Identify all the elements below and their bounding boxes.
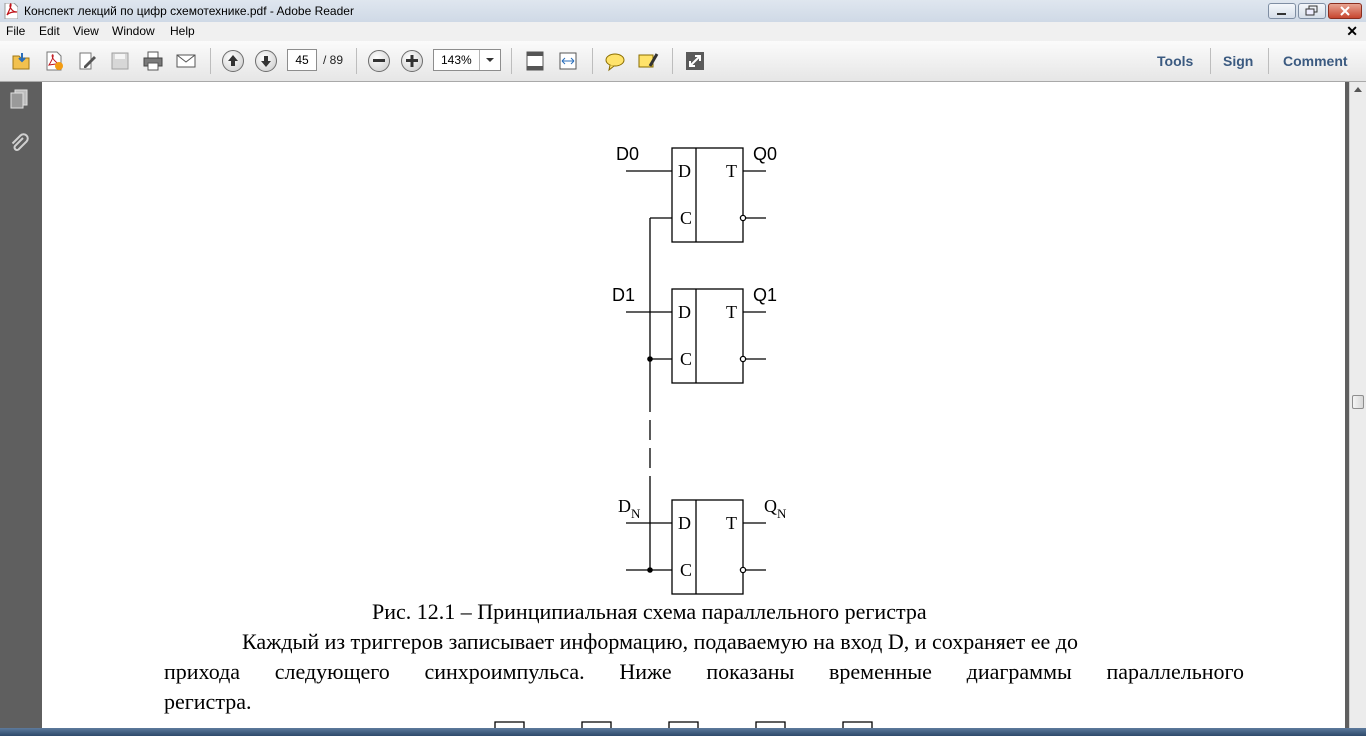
page-number-input[interactable]: 45 bbox=[287, 49, 317, 71]
ff1-d-pin: D bbox=[678, 302, 691, 322]
zoom-out-icon bbox=[373, 59, 385, 62]
flipflop-n bbox=[671, 499, 744, 595]
scroll-up-icon[interactable] bbox=[1354, 87, 1362, 92]
toolbar-separator bbox=[1268, 48, 1269, 74]
comment-icon[interactable] bbox=[604, 50, 626, 72]
output-q0-label: Q0 bbox=[753, 144, 777, 164]
paragraph-line-3: регистра. bbox=[164, 689, 252, 714]
next-page-icon bbox=[261, 56, 271, 67]
vertical-scrollbar[interactable] bbox=[1349, 82, 1366, 736]
paragraph-line-2: прихода следующего синхроимпульса. Ниже … bbox=[164, 659, 1244, 684]
figure-caption: Рис. 12.1 – Принципиальная схема паралле… bbox=[372, 599, 927, 624]
create-pdf-icon[interactable] bbox=[43, 50, 65, 72]
prev-page-button[interactable] bbox=[222, 50, 244, 72]
adobe-pdf-icon bbox=[4, 3, 18, 19]
attachments-icon[interactable] bbox=[8, 132, 30, 154]
tools-link[interactable]: Tools bbox=[1157, 53, 1194, 69]
print-icon[interactable] bbox=[142, 50, 164, 72]
close-icon bbox=[1340, 6, 1350, 16]
next-page-button[interactable] bbox=[255, 50, 277, 72]
zoom-in-icon bbox=[406, 55, 418, 67]
fullscreen-icon[interactable] bbox=[684, 50, 706, 72]
pages-icon[interactable] bbox=[8, 88, 30, 110]
menu-edit[interactable]: Edit bbox=[39, 24, 60, 38]
restore-button[interactable] bbox=[1298, 3, 1326, 19]
minimize-button[interactable] bbox=[1268, 3, 1296, 19]
zoom-select[interactable]: 143% bbox=[433, 49, 501, 71]
toolbar: 45 / 89 143% Tools Sign Comment bbox=[0, 41, 1366, 82]
fit-width-icon[interactable] bbox=[557, 50, 579, 72]
output-qn-label: QN bbox=[764, 496, 787, 521]
ff0-d-pin: D bbox=[678, 161, 691, 181]
ff0-t-label: T bbox=[726, 161, 737, 181]
output-q1-label: Q1 bbox=[753, 285, 777, 305]
minimize-icon bbox=[1277, 13, 1286, 15]
menu-window[interactable]: Window bbox=[112, 24, 155, 38]
menu-bar: File Edit View Window Help ✕ bbox=[0, 22, 1366, 41]
pdf-page: D0 Q0 D1 Q1 DN QN D C T D C T D C T Ри bbox=[42, 82, 1345, 736]
restore-icon bbox=[1305, 5, 1318, 16]
save-icon[interactable] bbox=[109, 50, 131, 72]
highlight-icon[interactable] bbox=[637, 50, 659, 72]
paragraph-line-1: Каждый из триггеров записывает информаци… bbox=[242, 629, 1078, 654]
scroll-thumb[interactable] bbox=[1352, 395, 1364, 409]
input-d1-label: D1 bbox=[612, 285, 635, 305]
open-icon[interactable] bbox=[10, 50, 32, 72]
chevron-down-icon bbox=[486, 58, 494, 62]
zoom-out-button[interactable] bbox=[368, 50, 390, 72]
zoom-dropdown-button[interactable] bbox=[479, 50, 500, 70]
fit-page-icon[interactable] bbox=[524, 50, 546, 72]
toolbar-separator bbox=[511, 48, 512, 74]
menu-file[interactable]: File bbox=[6, 24, 26, 38]
toolbar-separator bbox=[210, 48, 211, 74]
menu-view[interactable]: View bbox=[73, 24, 99, 38]
document-area[interactable]: D0 Q0 D1 Q1 DN QN D C T D C T D C T Ри bbox=[40, 82, 1349, 736]
zoom-in-button[interactable] bbox=[401, 50, 423, 72]
page-total: / 89 bbox=[323, 53, 344, 67]
ffn-c-pin: C bbox=[680, 560, 692, 580]
register-circuit-diagram: D0 Q0 D1 Q1 DN QN D C T D C T D C T bbox=[494, 144, 873, 736]
prev-page-icon bbox=[228, 55, 238, 66]
menu-help[interactable]: Help bbox=[170, 24, 195, 38]
ff1-t-label: T bbox=[726, 302, 737, 322]
input-dn-label: DN bbox=[618, 496, 641, 521]
toolbar-separator bbox=[1210, 48, 1211, 74]
window-title: Конспект лекций по цифр схемотехнике.pdf… bbox=[24, 4, 354, 18]
ffn-t-label: T bbox=[726, 513, 737, 533]
navigation-pane bbox=[0, 82, 40, 736]
ff1-c-pin: C bbox=[680, 349, 692, 369]
toolbar-separator bbox=[356, 48, 357, 74]
toolbar-separator bbox=[672, 48, 673, 74]
comment-link[interactable]: Comment bbox=[1283, 53, 1348, 69]
edit-icon[interactable] bbox=[76, 50, 98, 72]
input-d0-label: D0 bbox=[616, 144, 639, 164]
taskbar bbox=[0, 728, 1366, 736]
ffn-d-pin: D bbox=[678, 513, 691, 533]
sign-link[interactable]: Sign bbox=[1223, 53, 1254, 69]
email-icon[interactable] bbox=[175, 50, 197, 72]
flipflop-1 bbox=[671, 288, 744, 384]
flipflop-0 bbox=[671, 147, 744, 243]
close-button[interactable] bbox=[1328, 3, 1362, 19]
title-bar: Конспект лекций по цифр схемотехнике.pdf… bbox=[0, 0, 1366, 23]
zoom-value: 143% bbox=[441, 53, 472, 67]
document-close-icon[interactable]: ✕ bbox=[1346, 23, 1358, 39]
ff0-c-pin: C bbox=[680, 208, 692, 228]
toolbar-separator bbox=[592, 48, 593, 74]
